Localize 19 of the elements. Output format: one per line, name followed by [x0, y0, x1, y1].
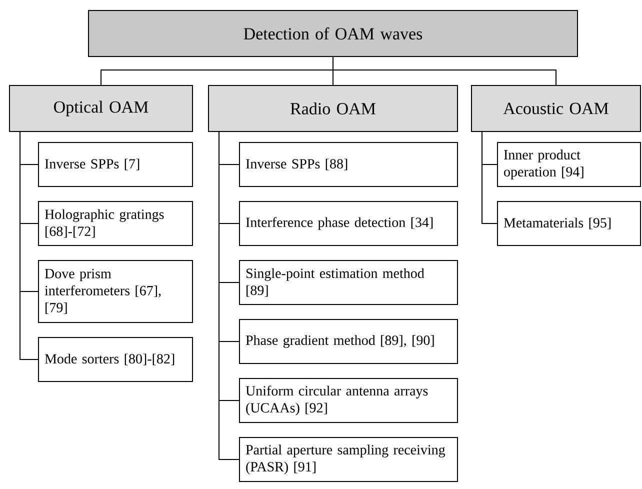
connector [482, 132, 498, 224]
method-box: Dove prism interferometers [67], [79] [38, 260, 193, 323]
category-box: Radio OAM [208, 85, 458, 132]
connector [20, 132, 38, 360]
method-box: Uniform circular antenna arrays (UCAAs) [92] [239, 378, 458, 423]
method-box: Inverse SPPs [88] [239, 142, 458, 187]
method-box: Interference phase detection [34] [239, 201, 458, 246]
root-box: Detection of OAM waves [88, 10, 578, 57]
connector [332, 56, 556, 86]
method-box: Inverse SPPs [7] [38, 142, 193, 187]
category-box: Acoustic OAM [471, 85, 641, 132]
method-box: Metamaterials [95] [497, 201, 641, 246]
method-box: Single-point estimation method [89] [239, 260, 458, 305]
method-box: Phase gradient method [89], [90] [239, 319, 458, 364]
method-box: Partial aperture sampling receiving (PASR) [91] [239, 437, 458, 482]
method-box: Mode sorters [80]-[82] [38, 337, 193, 382]
method-box: Inner product operation [94] [497, 142, 641, 187]
category-box: Optical OAM [9, 85, 193, 132]
method-box: Holographic gratings [68]-[72] [38, 201, 193, 246]
